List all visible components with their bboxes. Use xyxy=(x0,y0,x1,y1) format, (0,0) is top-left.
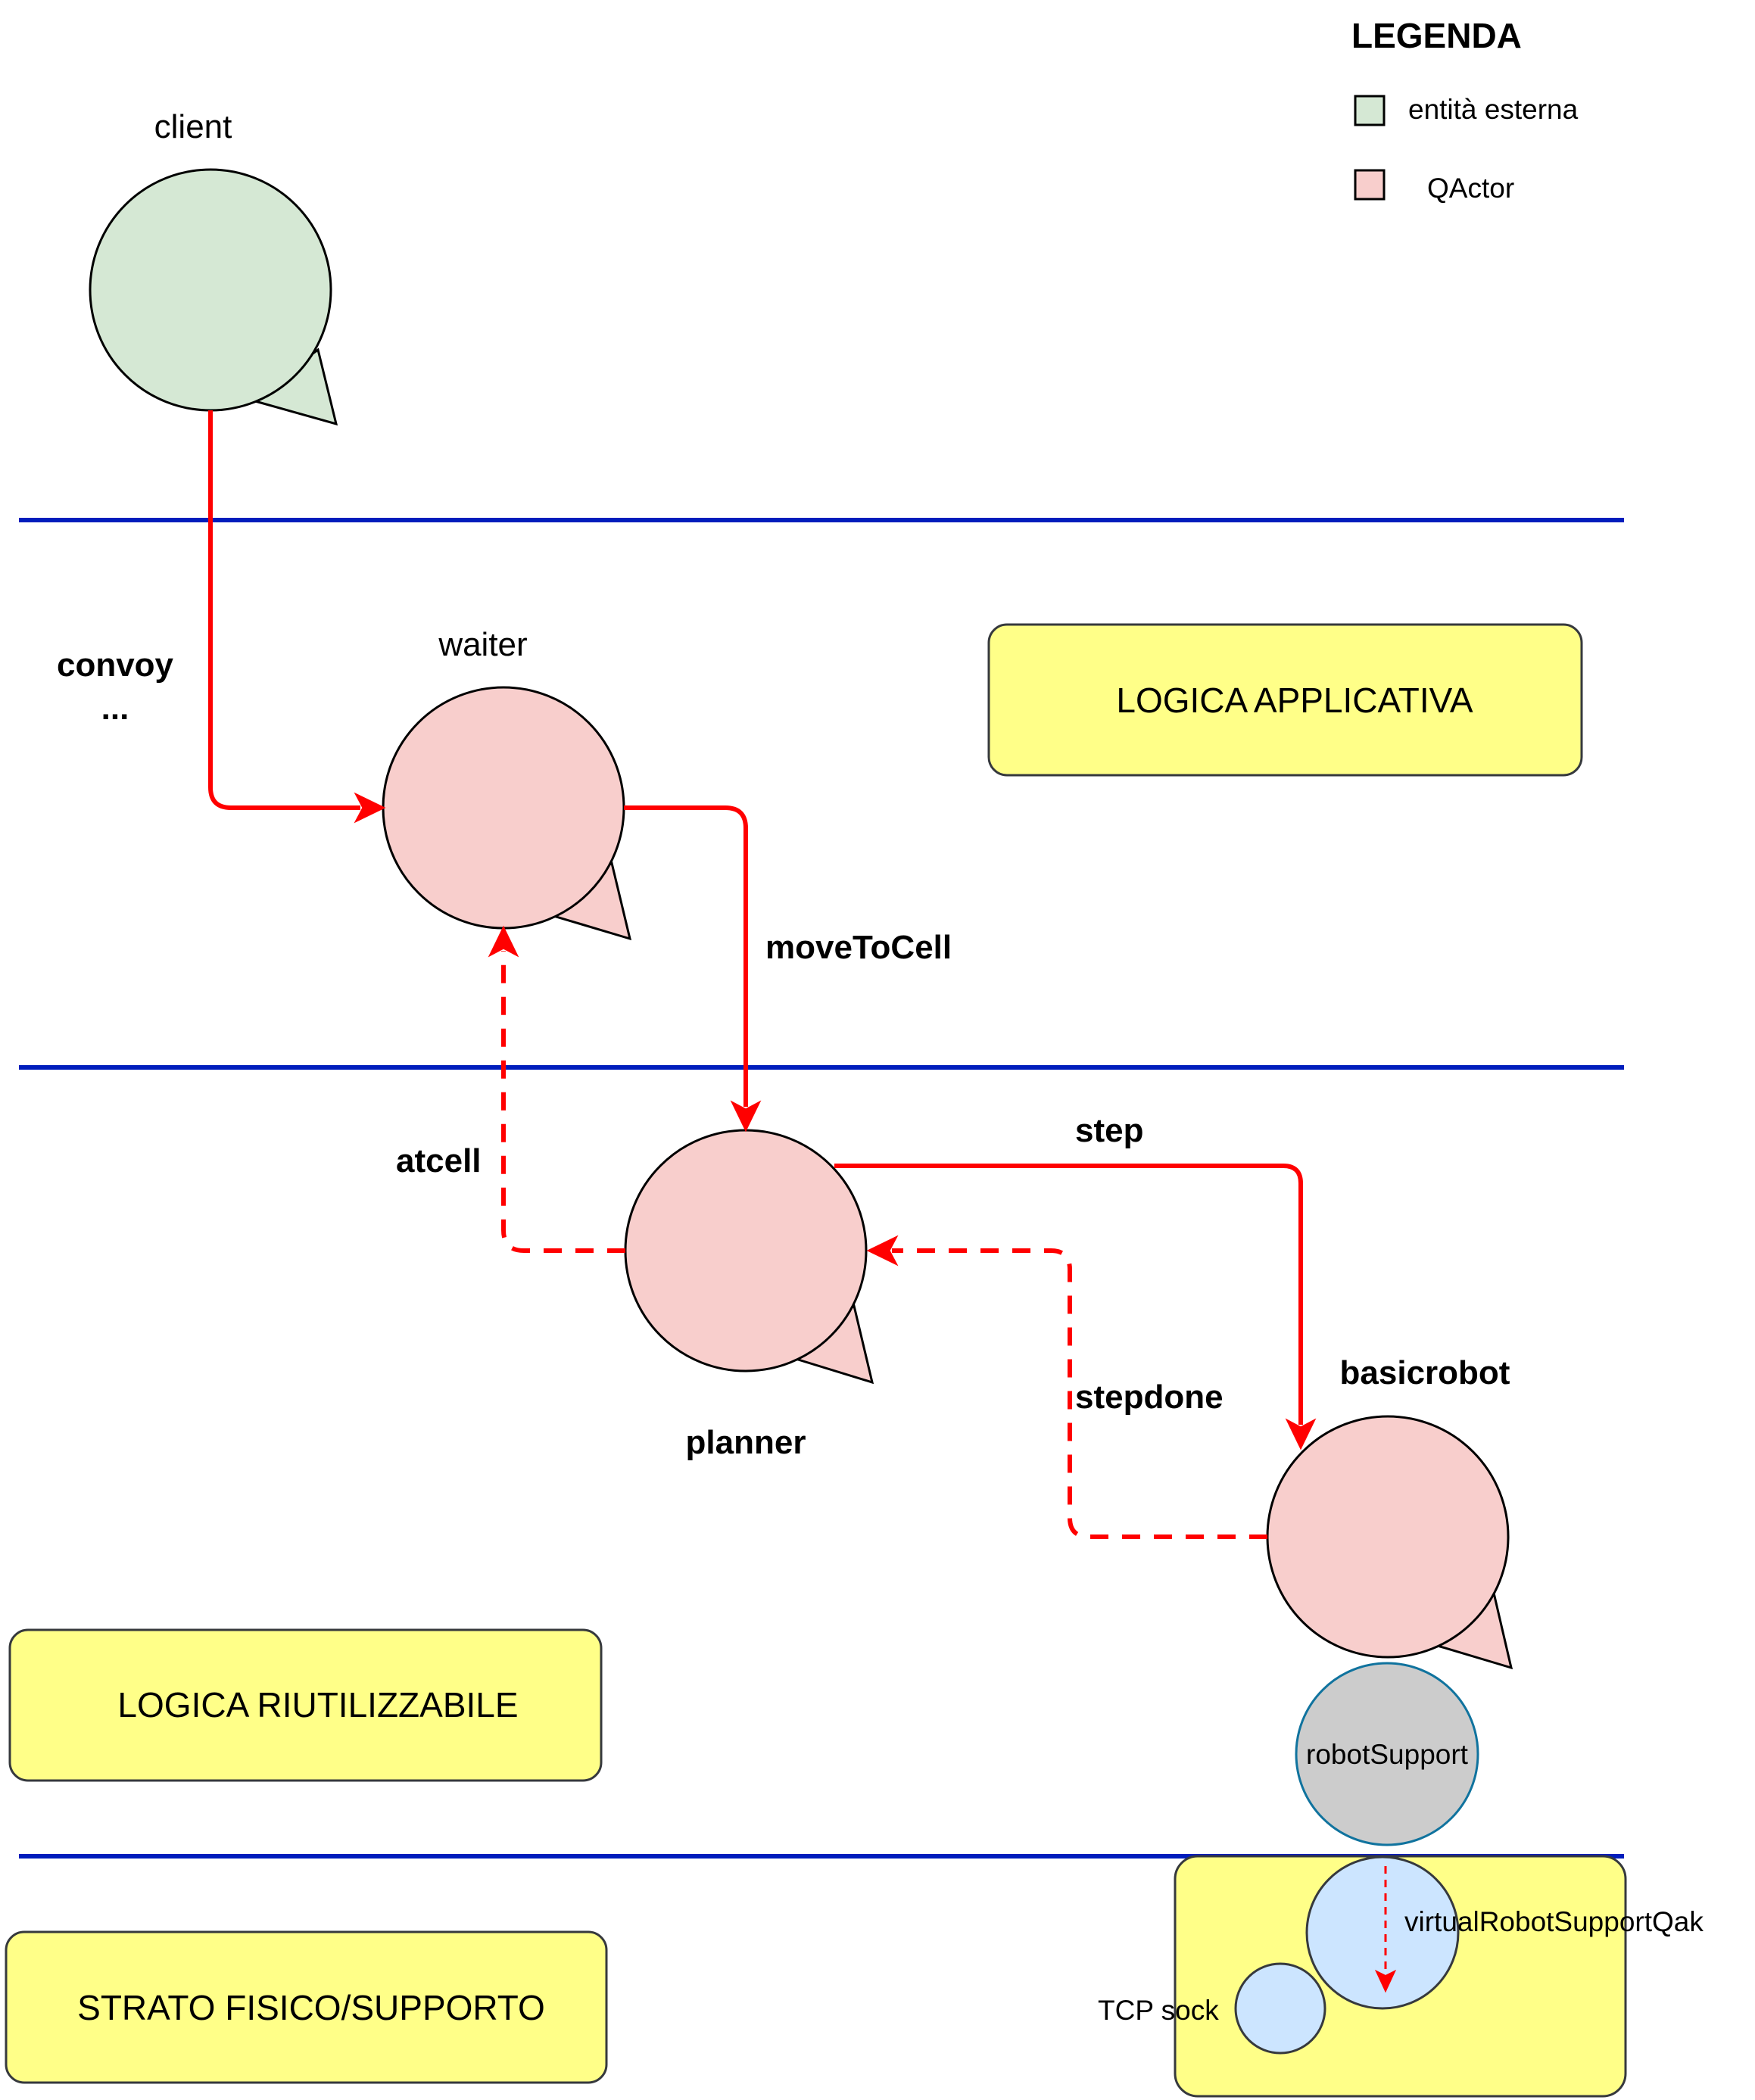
waiter-label: waiter xyxy=(438,626,527,663)
legend-title: LEGENDA xyxy=(1351,16,1522,55)
message-convoy-more-label: ... xyxy=(101,690,129,727)
message-move-to-cell-label: moveToCell xyxy=(765,929,952,966)
arrow-atcell xyxy=(501,951,625,1253)
layer-box-reusable xyxy=(8,1628,603,1782)
arrow-convoy xyxy=(208,410,360,810)
robot-support-label: robotSupport xyxy=(1306,1739,1469,1770)
arrowhead-step xyxy=(1285,1418,1317,1450)
planner-circle xyxy=(624,1129,868,1372)
client-node: client xyxy=(89,108,338,426)
client-label: client xyxy=(154,108,232,145)
basicrobot-node: basicrobot xyxy=(1266,1354,1513,1670)
legend-swatch-external xyxy=(1354,95,1386,126)
arrowhead-convoy xyxy=(354,792,386,824)
client-circle xyxy=(89,168,332,412)
layer-label-reusable: LOGICA RIUTILIZZABILE xyxy=(117,1685,518,1725)
arrow-step xyxy=(834,1164,1303,1425)
waiter-node: waiter xyxy=(382,626,632,941)
layer-label-physical: STRATO FISICO/SUPPORTO xyxy=(77,1988,545,2027)
arrowhead-move-to-cell xyxy=(730,1100,762,1133)
virtual-support-label: virtualRobotSupportQak xyxy=(1404,1906,1704,1937)
layer-box-application xyxy=(987,623,1583,777)
legend-label-qactor: QActor xyxy=(1427,173,1514,204)
message-step-label: step xyxy=(1075,1112,1143,1149)
arrow-stepdone xyxy=(892,1248,1267,1539)
arrow-move-to-cell xyxy=(624,805,748,1107)
arrowhead-atcell xyxy=(488,925,519,958)
basicrobot-label: basicrobot xyxy=(1340,1354,1510,1391)
legend-swatch-qactor xyxy=(1354,169,1386,201)
planner-label: planner xyxy=(686,1424,806,1461)
tcp-sock-circle xyxy=(1234,1962,1326,2055)
legend-label-external: entità esterna xyxy=(1408,94,1579,125)
robot-support-circle xyxy=(1295,1662,1479,1846)
planner-node: planner xyxy=(624,1129,874,1461)
layer-box-physical xyxy=(5,1930,608,2084)
message-convoy-label: convoy xyxy=(57,647,174,684)
virtual-support-circle xyxy=(1305,1855,1460,2010)
basicrobot-circle xyxy=(1266,1415,1510,1659)
arrowhead-stepdone xyxy=(866,1235,899,1267)
tcp-sock-label: TCP sock xyxy=(1098,1995,1219,2026)
message-stepdone-label: stepdone xyxy=(1075,1379,1224,1416)
message-atcell-label: atcell xyxy=(396,1142,482,1179)
layer-label-application: LOGICA APPLICATIVA xyxy=(1116,681,1473,720)
arrowhead-support-virtual xyxy=(1374,1969,1397,1993)
waiter-circle xyxy=(382,686,625,930)
